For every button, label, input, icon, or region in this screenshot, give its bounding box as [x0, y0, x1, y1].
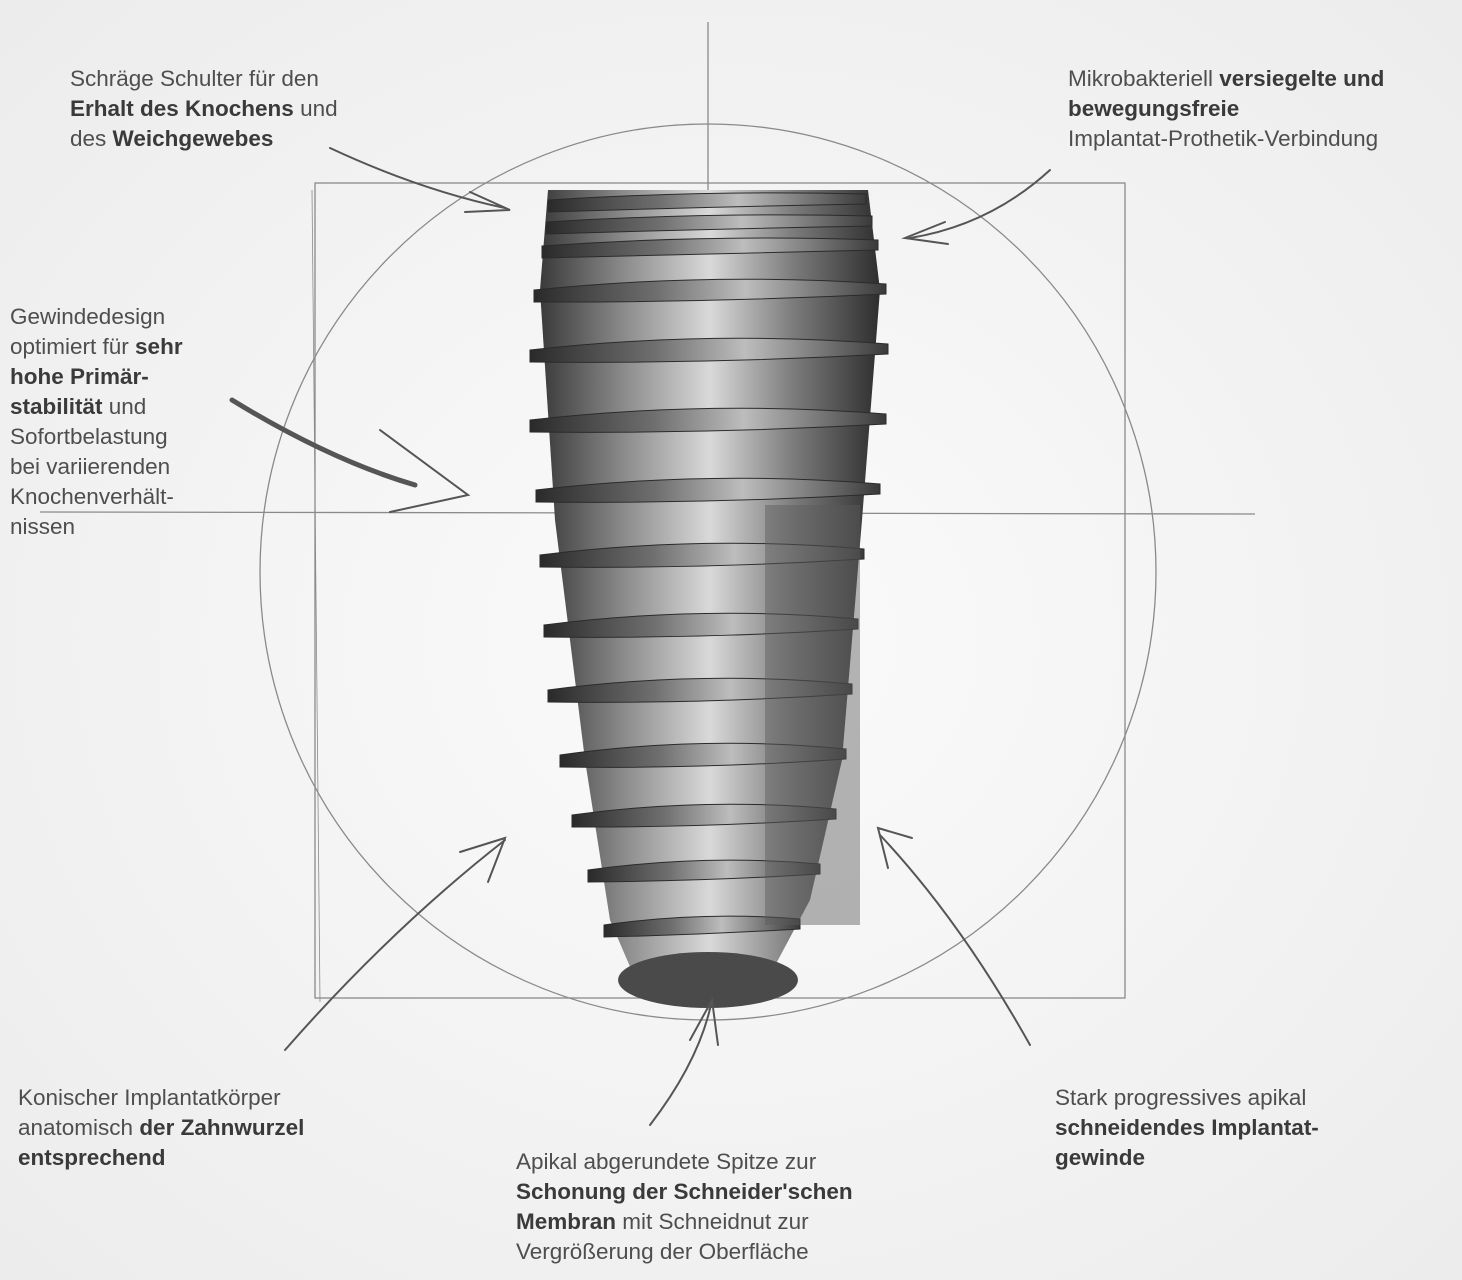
callout-text-bold: stabilität — [10, 394, 103, 419]
callout-line: Gewindedesign — [10, 302, 183, 332]
callout-line: Apikal abgerundete Spitze zur — [516, 1147, 853, 1177]
callout-text: Stark progressives apikal — [1055, 1085, 1306, 1110]
callout-text: des — [70, 126, 113, 151]
callout-line: Konischer Implantatkörper — [18, 1083, 304, 1113]
callout-line: bewegungsfreie — [1068, 94, 1384, 124]
callout-text-bold: Weichgewebes — [113, 126, 274, 151]
callout-text-bold: Erhalt des Knochens — [70, 96, 294, 121]
callout-text-bold: entsprechend — [18, 1145, 166, 1170]
callout-text: Knochenverhält- — [10, 484, 174, 509]
callout-text-bold: bewegungsfreie — [1068, 96, 1239, 121]
callout-text: Schräge Schulter für den — [70, 66, 319, 91]
callout-text: bei variierenden — [10, 454, 170, 479]
cutting-groove — [765, 505, 860, 925]
callout-text: Vergrößerung der Oberfläche — [516, 1239, 809, 1264]
callout-line: Erhalt des Knochens und — [70, 94, 338, 124]
callout-line: Schonung der Schneider'schen — [516, 1177, 853, 1207]
callout-text: Sofortbelastung — [10, 424, 168, 449]
callout-text: Konischer Implantatkörper — [18, 1085, 281, 1110]
callout-text: Implantat-Prothetik-Verbindung — [1068, 126, 1378, 151]
callout-line: optimiert für sehr — [10, 332, 183, 362]
callout-line: bei variierenden — [10, 452, 183, 482]
callout-connection: Mikrobakteriell versiegelte undbewegungs… — [1068, 64, 1384, 154]
callout-body: Konischer Implantatkörper anatomisch der … — [18, 1083, 304, 1173]
callout-text: mit Schneidnut zur — [616, 1209, 809, 1234]
callout-text-bold: schneidendes Implantat- — [1055, 1115, 1319, 1140]
callout-line: gewinde — [1055, 1143, 1319, 1173]
callout-text: optimiert für — [10, 334, 135, 359]
callout-line: Sofortbelastung — [10, 422, 183, 452]
callout-text: nissen — [10, 514, 75, 539]
callout-text: und — [103, 394, 147, 419]
implant-tip — [618, 952, 798, 1008]
callout-text-bold: hohe Primär- — [10, 364, 149, 389]
callout-text: Apikal abgerundete Spitze zur — [516, 1149, 816, 1174]
callout-text: Mikrobakteriell — [1068, 66, 1219, 91]
callout-line: nissen — [10, 512, 183, 542]
callout-apex: Apikal abgerundete Spitze zurSchonung de… — [516, 1147, 853, 1267]
callout-line: Schräge Schulter für den — [70, 64, 338, 94]
callout-line: entsprechend — [18, 1143, 304, 1173]
callout-text: Gewindedesign — [10, 304, 165, 329]
callout-shoulder: Schräge Schulter für denErhalt des Knoch… — [70, 64, 338, 154]
callout-text-bold: versiegelte und — [1219, 66, 1384, 91]
callout-line: Mikrobakteriell versiegelte und — [1068, 64, 1384, 94]
callout-text: anatomisch — [18, 1115, 139, 1140]
callout-text-bold: der Zahnwurzel — [139, 1115, 304, 1140]
callout-line: Membran mit Schneidnut zur — [516, 1207, 853, 1237]
callout-line: anatomisch der Zahnwurzel — [18, 1113, 304, 1143]
callout-text-bold: Schonung der Schneider'schen — [516, 1179, 853, 1204]
callout-line: Stark progressives apikal — [1055, 1083, 1319, 1113]
callout-line: stabilität und — [10, 392, 183, 422]
callout-line: Knochenverhält- — [10, 482, 183, 512]
callout-text-bold: gewinde — [1055, 1145, 1145, 1170]
callout-line: Implantat-Prothetik-Verbindung — [1068, 124, 1384, 154]
callout-text-bold: sehr — [135, 334, 183, 359]
callout-line: des Weichgewebes — [70, 124, 338, 154]
callout-line: hohe Primär- — [10, 362, 183, 392]
callout-text-bold: Membran — [516, 1209, 616, 1234]
callout-cutting: Stark progressives apikal schneidendes Im… — [1055, 1083, 1319, 1173]
callout-thread: Gewindedesignoptimiert für sehrhohe Prim… — [10, 302, 183, 542]
callout-line: Vergrößerung der Oberfläche — [516, 1237, 853, 1267]
callout-text: und — [294, 96, 338, 121]
callout-line: schneidendes Implantat- — [1055, 1113, 1319, 1143]
